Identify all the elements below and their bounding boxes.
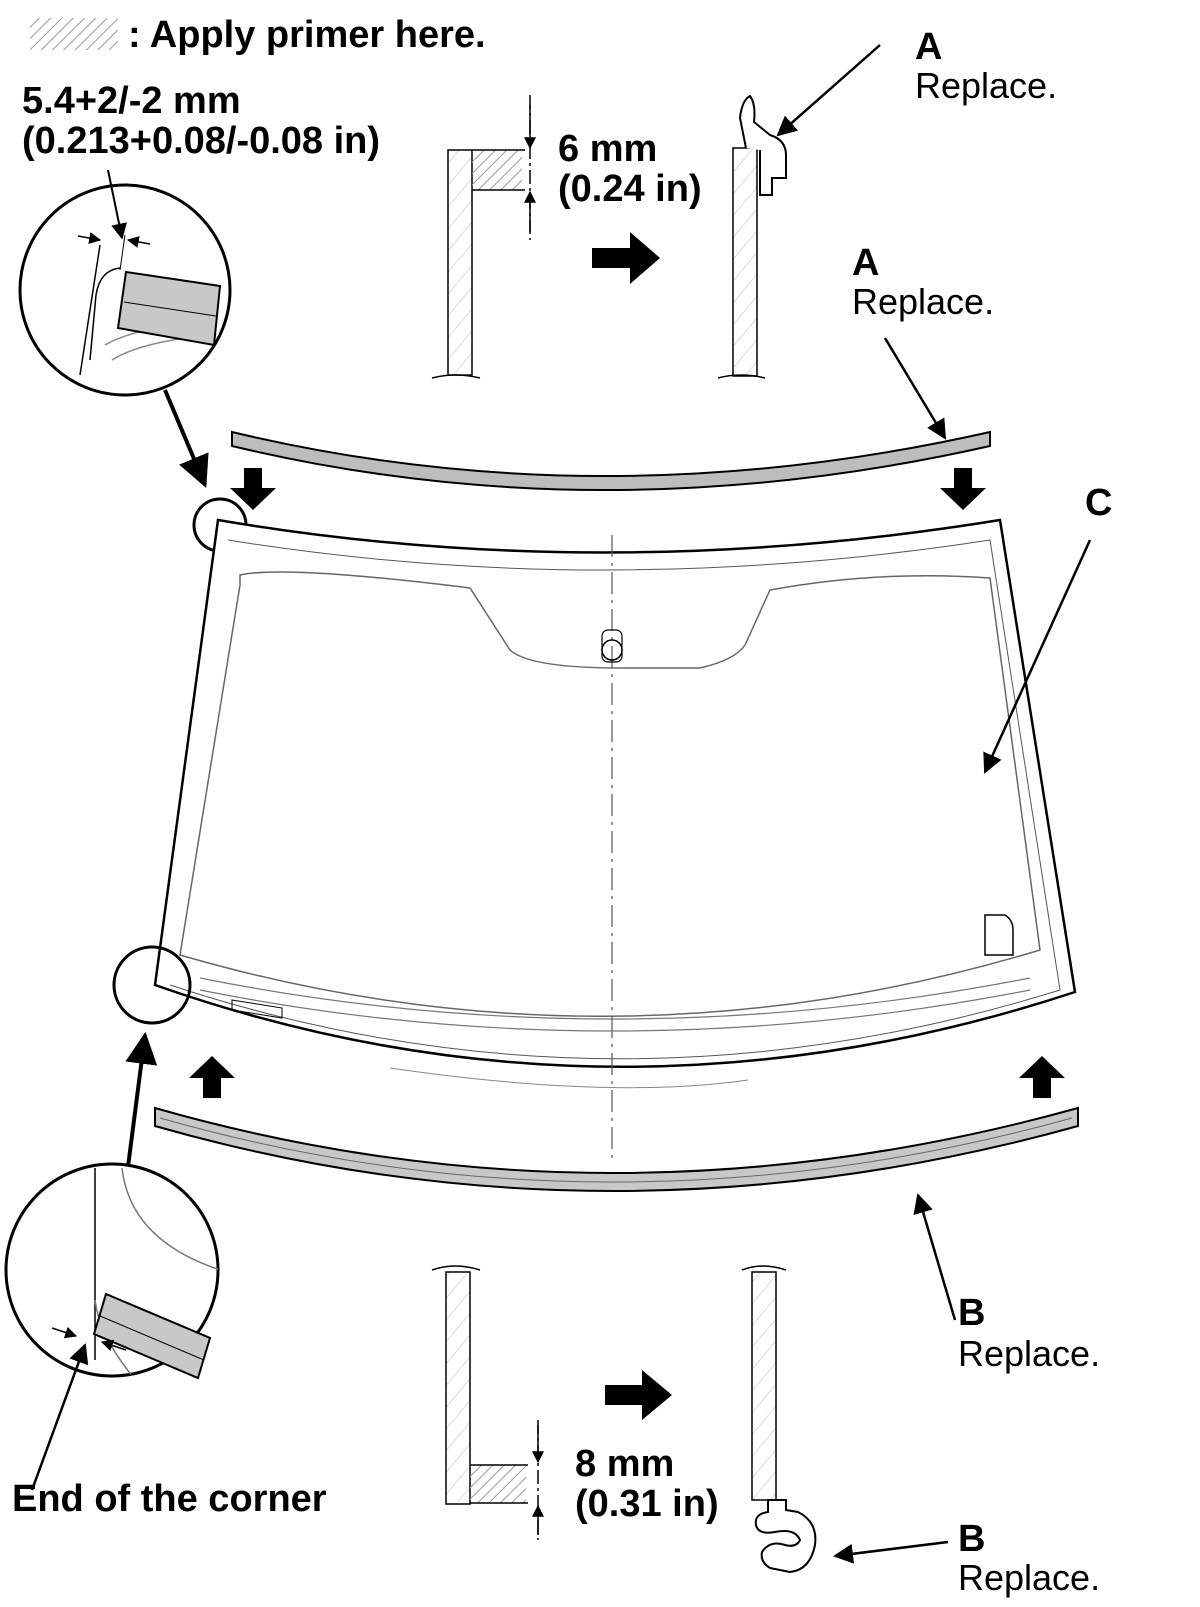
bottom-corner-marker [112,945,192,1025]
bottom-dimension-mm: 8 mm [575,1443,675,1485]
a-upper-leader [883,337,947,440]
corner-tolerance-in: (0.213+0.08/-0.08 in) [22,120,381,162]
up-arrow-left [189,1056,235,1098]
upper-molding [231,430,991,491]
upper-right-down-arrow [940,468,986,510]
top-process-arrow [592,232,660,284]
top-corner-detail [18,169,232,397]
legend-text: : Apply primer here. [128,14,486,56]
bottom-section-before [431,1265,544,1540]
a-top-leader [776,44,881,137]
callout-b-lower-letter: B [958,1292,986,1334]
primer-legend-swatch [30,18,118,50]
top-dimension-mm: 6 mm [558,128,658,170]
bottom-corner-detail [4,1162,220,1380]
top-detail-leader [163,389,209,488]
callout-a-upper-letter: A [852,242,880,284]
c-leader [983,539,1092,774]
callout-a-top-note: Replace. [915,65,1058,106]
callout-a-top-letter: A [915,26,943,68]
callout-b-lower-note: Replace. [958,1333,1101,1374]
windshield-glass [153,518,1077,1160]
top-section-before [431,95,536,379]
callout-a-upper-note: Replace. [852,281,995,322]
top-dimension-in: (0.24 in) [558,168,702,210]
top-section-after [717,94,787,379]
bottom-dimension-in: (0.31 in) [575,1483,719,1525]
lower-molding [154,1106,1079,1192]
b-bottom-leader [833,1540,949,1564]
end-of-corner-leader [30,1343,89,1491]
callout-b-bottom-letter: B [958,1518,986,1560]
up-arrow-right [1019,1056,1065,1098]
corner-tolerance-mm: 5.4+2/-2 mm [22,80,241,122]
bottom-process-arrow [605,1370,672,1420]
callout-b-bottom-note: Replace. [958,1557,1101,1598]
callout-c-letter: C [1085,482,1113,524]
end-of-corner-text: End of the corner [12,1478,327,1520]
bottom-section-after [741,1265,817,1574]
upper-left-down-arrow [230,468,276,510]
b-lower-leader [913,1193,957,1321]
